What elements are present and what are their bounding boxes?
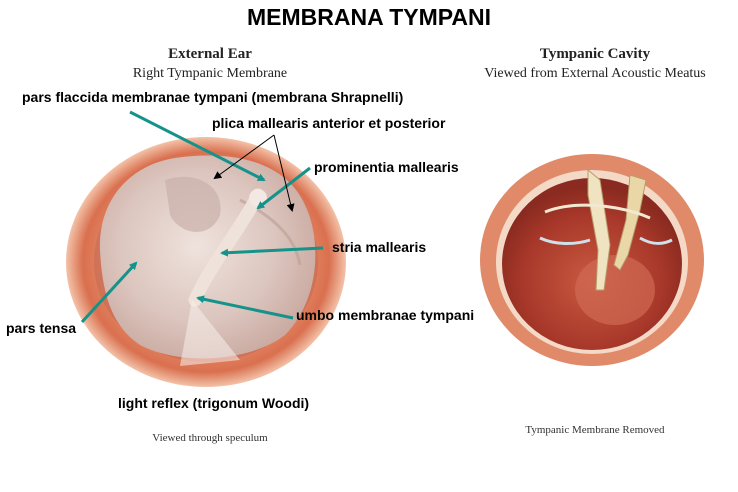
left-panel-caption: Viewed through speculum <box>152 432 268 444</box>
label-umbo: umbo membranae tympani <box>296 307 475 323</box>
label-plica-mallearis: plica mallearis anterior et posterior <box>212 115 446 131</box>
label-light-reflex: light reflex (trigonum Woodi) <box>118 395 310 411</box>
plica-arrows <box>213 134 295 212</box>
right-panel-subheading: Viewed from External Acoustic Meatus <box>484 66 706 81</box>
right-panel-heading: Tympanic Cavity <box>539 46 651 62</box>
left-panel-subheading: Right Tympanic Membrane <box>132 66 288 81</box>
arrow-plica-posterior <box>273 134 295 212</box>
arrow-pars-tensa <box>80 261 138 324</box>
chorda-tympani <box>544 203 651 220</box>
arrow-umbo <box>196 295 294 320</box>
page-title: MEMBRANA TYMPANI <box>246 4 492 30</box>
arrow-stria <box>220 246 324 257</box>
incus <box>613 174 647 271</box>
arrow-prominentia <box>256 166 311 210</box>
pars-flaccida-shading <box>165 176 221 232</box>
label-pars-flaccida: pars flaccida membranae tympani (membran… <box>22 89 404 105</box>
arrow-pars-flaccida <box>129 110 266 182</box>
cone-of-light <box>180 300 240 366</box>
label-stria-mallearis: stria mallearis <box>332 239 427 255</box>
right-panel-caption: Tympanic Membrane Removed <box>525 424 665 436</box>
leader-arrows <box>80 110 324 324</box>
left-panel-heading: External Ear <box>168 46 252 62</box>
promontory <box>575 255 655 325</box>
label-pars-tensa: pars tensa <box>6 320 77 336</box>
malleus-handle <box>188 188 265 307</box>
tympanic-cavity-illustration <box>480 154 704 366</box>
label-prominentia-mallearis: prominentia mallearis <box>314 159 459 175</box>
arrow-plica-anterior <box>213 134 275 180</box>
